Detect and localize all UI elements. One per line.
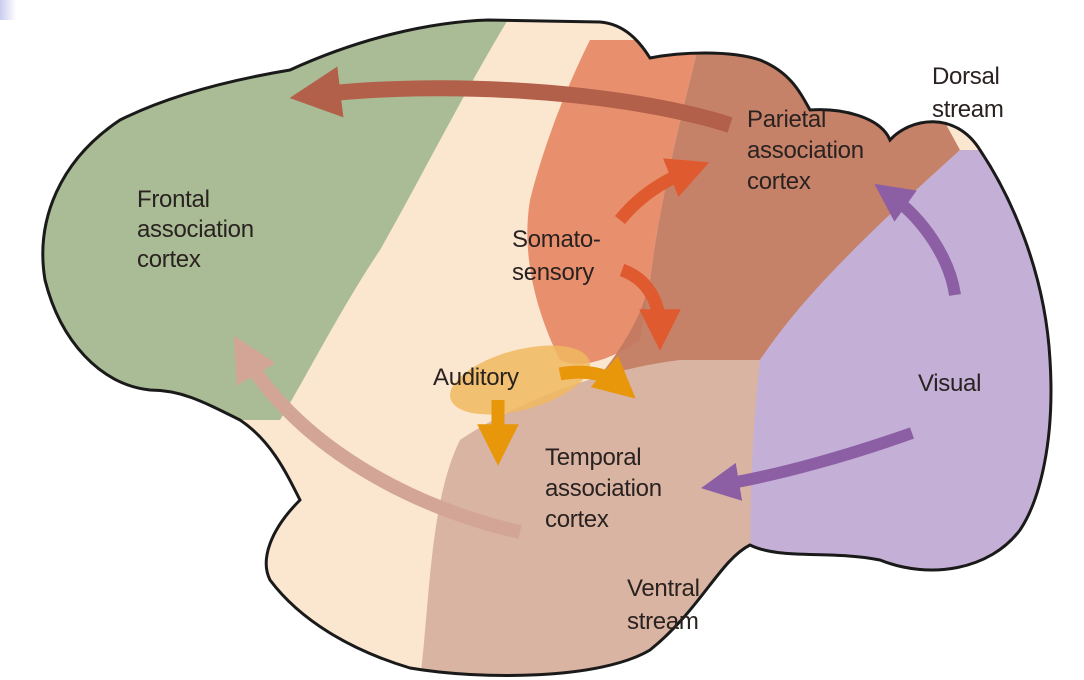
visual-label: Visual — [918, 370, 981, 397]
parietal-label: Parietal association cortex — [747, 106, 870, 195]
arrow-visual-to-temporal — [701, 427, 915, 501]
corner-artifact — [0, 0, 16, 20]
auditory-label: Auditory — [433, 364, 519, 391]
region-labels: Frontal association cortex Somato- senso… — [137, 63, 1006, 635]
arrows — [233, 66, 961, 539]
dorsal-stream-label: Dorsal stream — [932, 63, 1006, 123]
ventral-stream-label: Ventral stream — [627, 575, 706, 635]
arrow-somato-to-temporal — [619, 263, 681, 351]
somatosensory-region — [527, 40, 700, 364]
arrow-somato-to-parietal — [614, 158, 710, 225]
auditory-region — [450, 345, 590, 415]
frontal-label: Frontal association cortex — [137, 186, 260, 273]
somatosensory-label: Somato- sensory — [512, 226, 607, 286]
arrow-parietal-to-frontal — [289, 66, 733, 133]
arrow-visual-to-parietal — [874, 183, 961, 297]
temporal-label: Temporal association cortex — [545, 444, 668, 533]
arrow-temporal-to-frontal — [233, 335, 522, 539]
arrow-auditory-to-parietal — [558, 355, 636, 399]
